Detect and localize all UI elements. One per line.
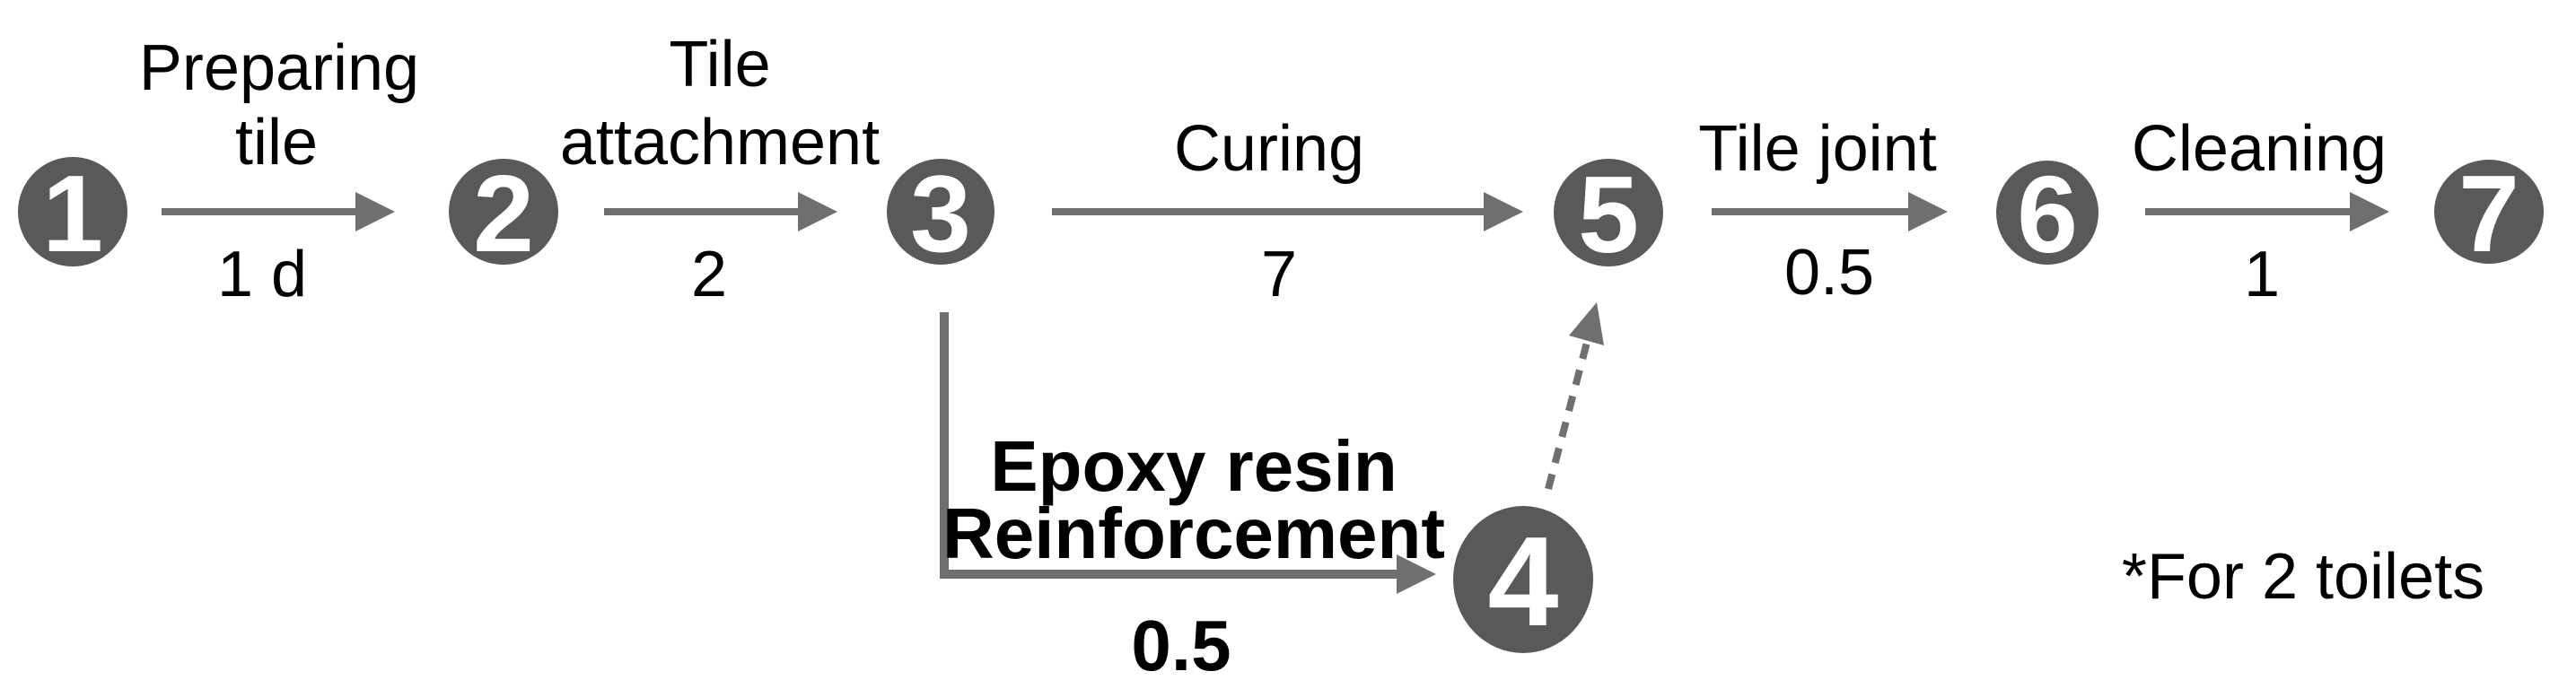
node-5: 5 [1554, 153, 1663, 275]
node-3-circle [887, 159, 994, 265]
activity-name-tile-attachment-line1: Tile [669, 29, 770, 100]
node-2-number: 2 [473, 153, 534, 275]
activity-name-epoxy-resin-line1: Epoxy resin [990, 426, 1398, 506]
node-4-circle [1453, 506, 1593, 653]
edge-5-6-arrowhead-icon [1908, 192, 1948, 231]
edge-1-2-arrowhead-icon [355, 192, 395, 231]
node-4-number: 4 [1488, 510, 1559, 653]
node-3: 3 [887, 153, 994, 275]
edge-4-5-arrowhead-icon [1569, 302, 1604, 345]
node-2-circle [449, 159, 558, 265]
node-1: 1 [18, 153, 127, 275]
activity-name-preparing-tile-line1: Preparing [139, 32, 419, 104]
node-1-number: 1 [42, 153, 103, 275]
node-7: 7 [2434, 153, 2544, 275]
node-4: 4 [1453, 506, 1593, 653]
activity-name-preparing-tile-line2: tile [235, 107, 318, 179]
activity-name-epoxy-resin-line2: Reinforcement [942, 493, 1445, 573]
nodes-layer: 1 2 3 4 5 6 7 [18, 153, 2544, 653]
activity-duration-tile-joint: 0.5 [1784, 237, 1874, 309]
node-3-number: 3 [910, 153, 971, 275]
node-6-circle [1996, 161, 2098, 265]
edge-3-5-arrowhead-icon [1484, 192, 1523, 231]
node-6-number: 6 [2017, 153, 2078, 275]
node-7-circle [2434, 160, 2544, 264]
edge-3-4-elbow-arrow [940, 312, 1398, 579]
activity-name-tile-attachment-line2: attachment [560, 107, 880, 179]
edge-3-4-arrowhead-icon [1397, 554, 1436, 594]
labels-layer: Preparing tile 1 d Tile attachment 2 Cur… [139, 29, 2484, 685]
node-7-number: 7 [2458, 153, 2519, 275]
activity-name-curing: Curing [1174, 113, 1364, 185]
edge-4-5-dummy-dashed-arrow [1545, 337, 1591, 491]
edge-6-7-arrowhead-icon [2350, 192, 2389, 231]
node-2: 2 [449, 153, 558, 275]
activity-duration-cleaning: 1 [2244, 239, 2280, 310]
activity-duration-tile-attachment: 2 [691, 239, 727, 310]
edge-2-3-arrowhead-icon [798, 192, 837, 231]
edges-layer [162, 192, 2389, 594]
node-1-circle [18, 157, 127, 266]
activity-duration-epoxy-resin: 0.5 [1131, 606, 1231, 685]
footnote: *For 2 toilets [2122, 541, 2484, 613]
activity-duration-curing: 7 [1261, 239, 1297, 310]
activity-name-tile-joint: Tile joint [1698, 113, 1936, 185]
node-5-number: 5 [1578, 153, 1639, 275]
activity-name-cleaning: Cleaning [2132, 113, 2387, 185]
node-6: 6 [1996, 153, 2098, 275]
node-5-circle [1554, 159, 1663, 266]
activity-duration-preparing-tile: 1 d [217, 239, 307, 310]
